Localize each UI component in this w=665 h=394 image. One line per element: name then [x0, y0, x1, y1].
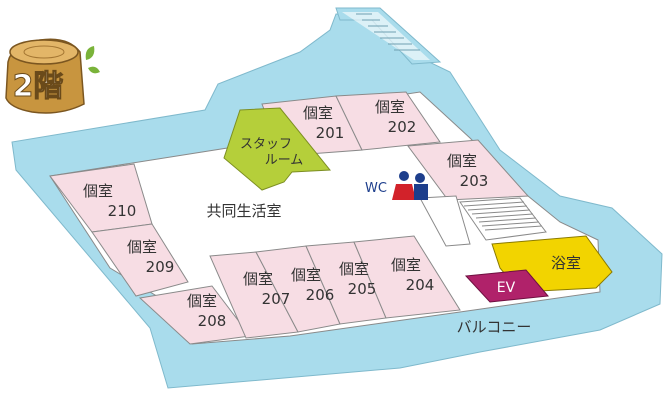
room-203-type: 個室 — [447, 152, 477, 170]
rooms-group — [49, 91, 530, 345]
staff-room-line1: スタッフ — [240, 137, 292, 152]
room-210-type: 個室 — [83, 182, 113, 200]
room-208-number: 208 — [198, 312, 227, 330]
room-204-type: 個室 — [391, 256, 421, 274]
room-205-type: 個室 — [339, 260, 369, 278]
leaf-icon — [85, 46, 100, 74]
room-209[interactable] — [91, 223, 189, 297]
room-207-type: 個室 — [243, 270, 273, 288]
room-209-number: 209 — [146, 258, 175, 276]
room-203-number: 203 — [460, 172, 489, 190]
room-201-type: 個室 — [303, 104, 333, 122]
room-207-number: 207 — [262, 290, 291, 308]
stairs — [419, 195, 547, 247]
room-201-number: 201 — [316, 124, 345, 142]
bath-label: 浴室 — [551, 254, 581, 272]
floor-badge-label: 2階 — [13, 69, 64, 104]
elevator[interactable] — [464, 269, 549, 303]
room-209-type: 個室 — [127, 238, 157, 256]
room-208-type: 個室 — [187, 292, 217, 310]
wc-icon — [392, 171, 428, 200]
room-206-type: 個室 — [291, 266, 321, 284]
room-202-type: 個室 — [375, 98, 405, 116]
staff-room-line2: ルーム — [265, 153, 304, 168]
room-202-number: 202 — [388, 118, 417, 136]
room-204-number: 204 — [406, 276, 435, 294]
balcony-label: バルコニー — [457, 318, 532, 336]
common-room-label: 共同生活室 — [206, 202, 281, 220]
room-206-number: 206 — [306, 286, 335, 304]
room-202[interactable] — [335, 91, 441, 151]
floor-badge — [5, 38, 100, 114]
room-labels: 個室 201 個室 202 個室 203 個室 204 個室 205 個室 20… — [83, 98, 488, 330]
wc-label: WC — [365, 181, 387, 196]
ev-label: EV — [497, 280, 516, 296]
room-203[interactable] — [407, 139, 530, 201]
staff-room[interactable] — [223, 107, 332, 191]
room-210-number: 210 — [108, 202, 137, 220]
room-205-number: 205 — [348, 280, 377, 298]
room-204[interactable] — [353, 235, 461, 319]
